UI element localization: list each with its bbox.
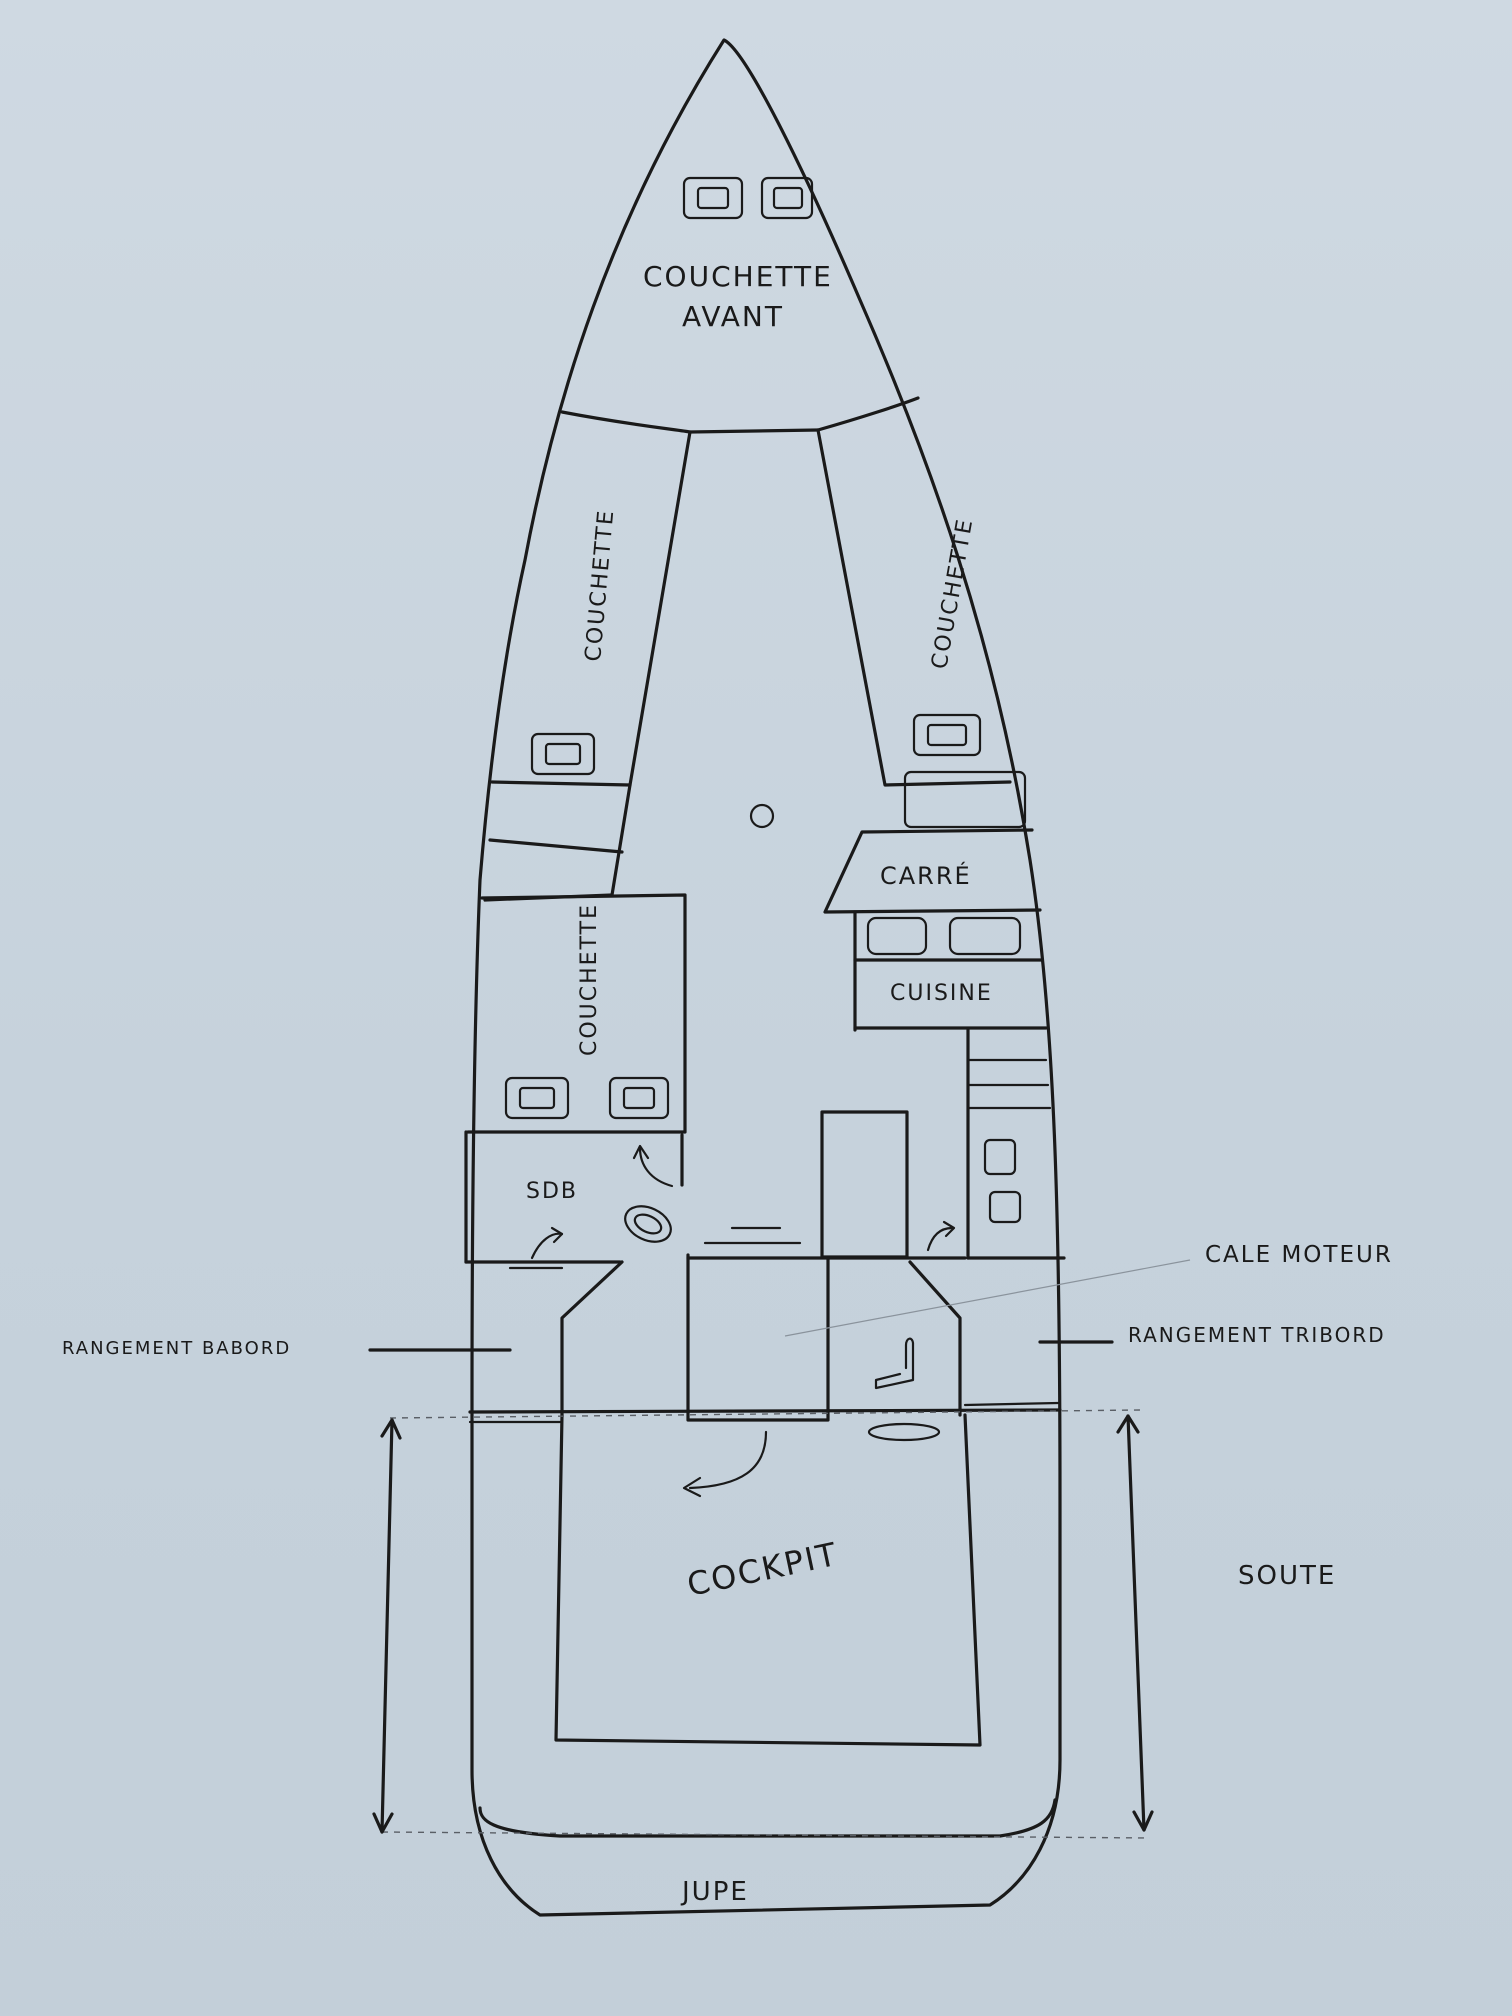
label-engine-bay: CALE MOTEUR <box>1205 1242 1393 1268</box>
companionway <box>686 803 967 1422</box>
label-galley: CUISINE <box>890 981 993 1006</box>
saloon-galley-block <box>823 828 1048 1032</box>
label-bathroom: SDB <box>526 1179 578 1204</box>
cockpit <box>554 1337 982 1747</box>
swim-platform <box>478 1798 1057 1838</box>
label-port-aft-berth: COUCHETTE <box>577 903 602 1056</box>
label-cockpit: COCKPIT <box>684 1535 842 1604</box>
label-bow-berth-line1: COUCHETTE <box>643 260 833 293</box>
label-port-storage: RANGEMENT BABORD <box>62 1338 291 1359</box>
port-aft-berth <box>466 893 687 1134</box>
label-swim-platform: JUPE <box>680 1877 749 1907</box>
starboard-forward-berth <box>816 428 1027 829</box>
starboard-aft-cabin <box>966 1028 1066 1260</box>
port-forward-berth <box>483 430 692 902</box>
label-bow-berth-line2: AVANT <box>682 300 784 333</box>
bow-berth-divider <box>560 396 920 434</box>
bathroom <box>464 1130 684 1270</box>
label-stbd-storage: RANGEMENT TRIBORD <box>1128 1323 1386 1347</box>
hold-dimension-arrows <box>372 1409 1154 1839</box>
leader-lines <box>368 1259 1191 1352</box>
label-port-fwd-berth: COUCHETTE <box>581 508 619 663</box>
door-arrows <box>530 1144 956 1498</box>
label-hold: SOUTE <box>1238 1561 1336 1591</box>
engine-bay <box>468 1260 1062 1424</box>
cushions <box>504 176 982 1120</box>
hull-outline <box>470 38 1062 1917</box>
label-saloon: CARRÉ <box>880 861 972 890</box>
